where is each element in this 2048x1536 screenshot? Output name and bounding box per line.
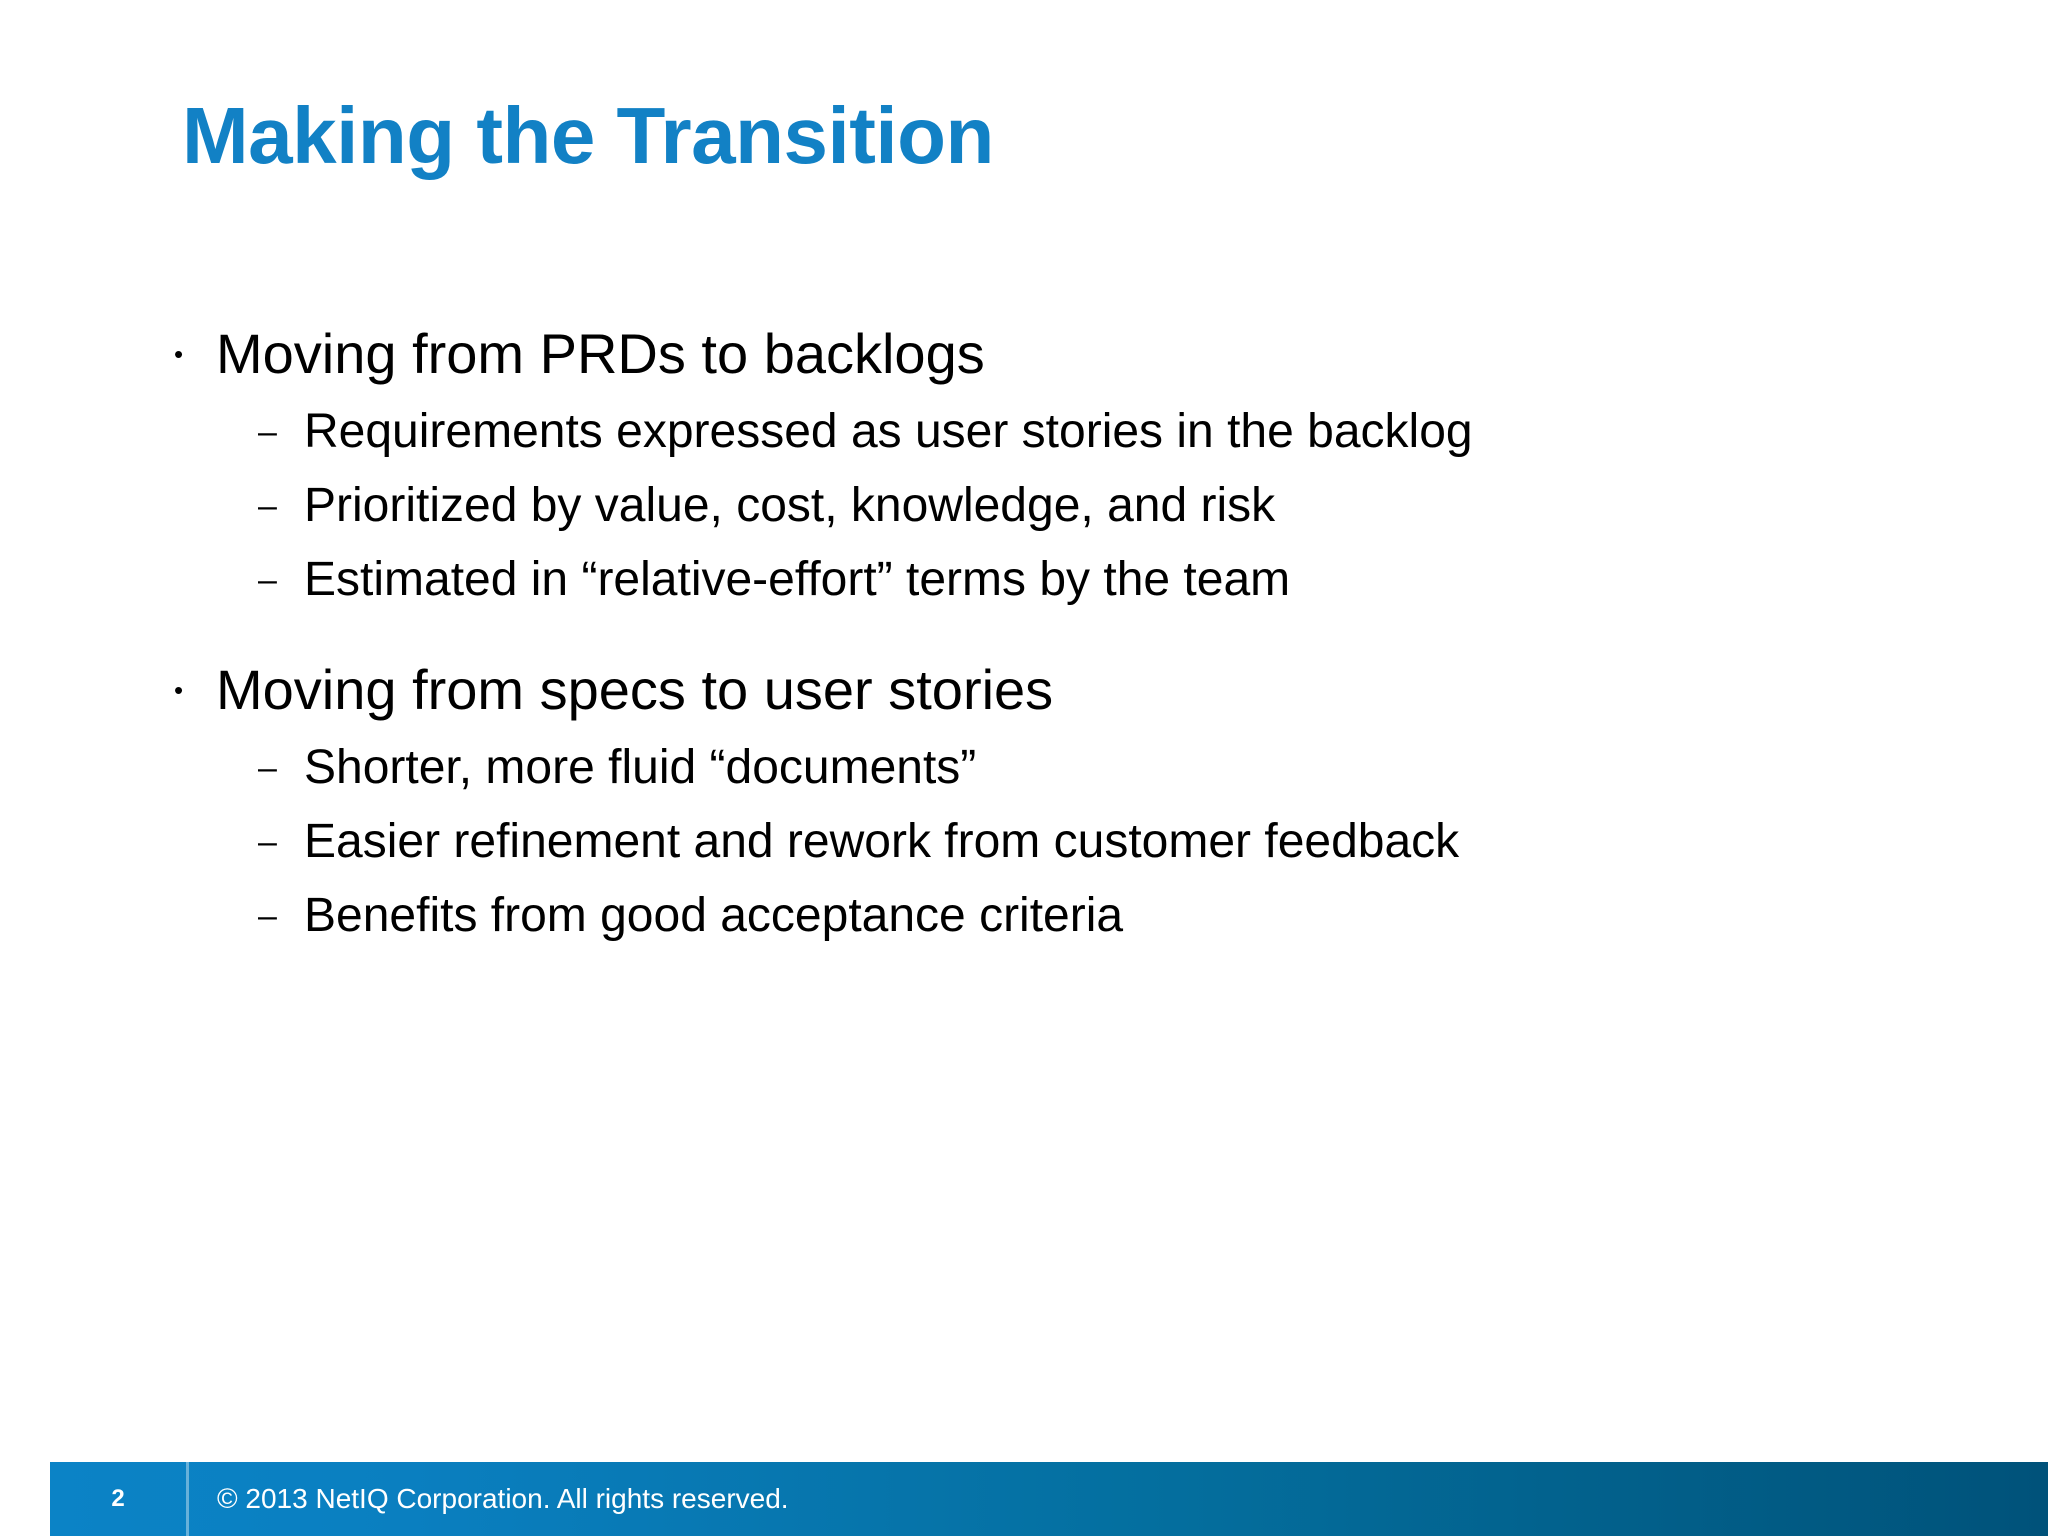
bullet-level2: – Benefits from good acceptance criteria [0,882,2048,950]
bullet-dash-icon: – [258,561,277,599]
bullet-dot-icon: • [174,675,184,705]
bullet-dash-icon: – [258,823,277,861]
bullet-dash-icon: – [258,749,277,787]
bullet-level1-label: Moving from PRDs to backlogs [216,322,985,385]
bullet-level2-label: Prioritized by value, cost, knowledge, a… [304,479,1276,532]
bullet-level1-label: Moving from specs to user stories [216,658,1054,721]
bullet-dash-icon: – [258,897,277,935]
bullet-level2-label: Estimated in “relative-effort” terms by … [304,553,1291,606]
bullet-level2-label: Easier refinement and rework from custom… [304,815,1460,868]
bullet-dot-icon: • [174,339,184,369]
bullet-level2: – Easier refinement and rework from cust… [0,808,2048,876]
page-title: Making the Transition [182,91,994,180]
bullet-level1: • Moving from PRDs to backlogs [0,318,2048,390]
bullet-dash-icon: – [258,413,277,451]
slide-footer: 2 © 2013 NetIQ Corporation. All rights r… [50,1462,2048,1536]
bullet-level2: – Shorter, more fluid “documents” [0,734,2048,802]
page-number: 2 [111,1485,125,1512]
bullet-dash-icon: – [258,487,277,525]
footer-divider [186,1462,189,1536]
bullet-level2: – Requirements expressed as user stories… [0,398,2048,466]
bullet-level2-label: Requirements expressed as user stories i… [304,405,1473,458]
bullet-level2: – Estimated in “relative-effort” terms b… [0,546,2048,614]
bullet-level2: – Prioritized by value, cost, knowledge,… [0,472,2048,540]
bullet-level1: • Moving from specs to user stories [0,654,2048,726]
slide-body: • Moving from PRDs to backlogs – Require… [0,318,2048,956]
bullet-level2-label: Benefits from good acceptance criteria [304,889,1124,942]
bullet-level2-label: Shorter, more fluid “documents” [304,741,977,794]
block-spacer [0,620,2048,654]
copyright-notice: © 2013 NetIQ Corporation. All rights res… [217,1483,789,1514]
